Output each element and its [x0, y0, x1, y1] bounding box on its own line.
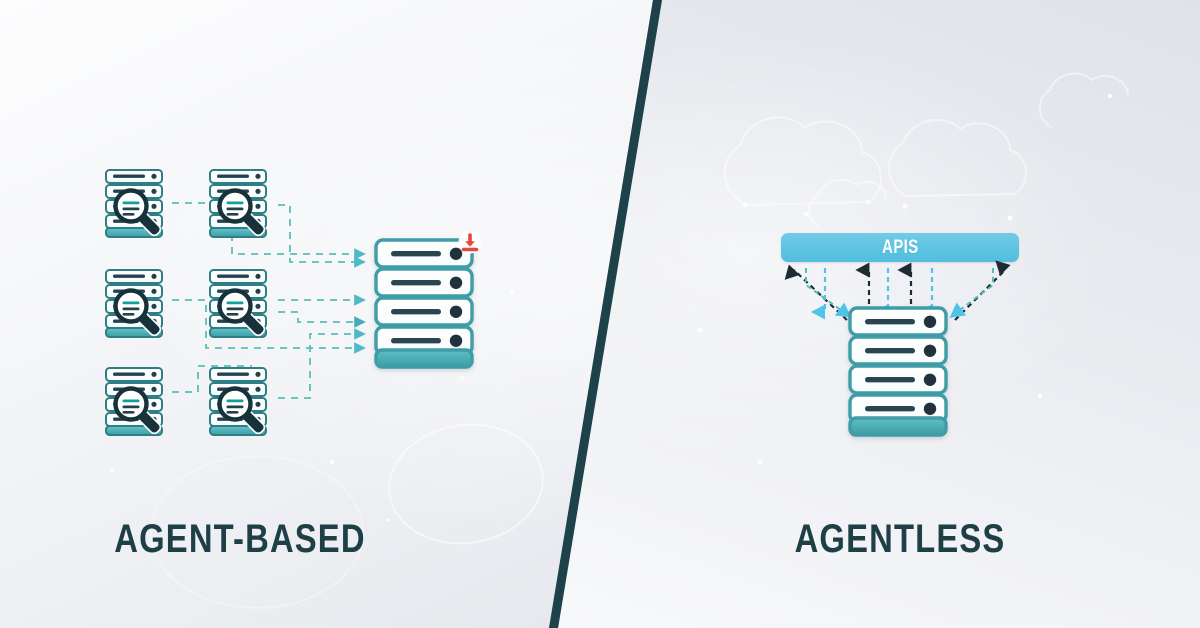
apis-label: APIS: [881, 236, 919, 258]
left-panel-label: AGENT-BASED: [114, 517, 366, 561]
apis-bar[interactable]: APIS: [781, 233, 1019, 262]
right-panel-label: AGENTLESS: [794, 517, 1006, 561]
